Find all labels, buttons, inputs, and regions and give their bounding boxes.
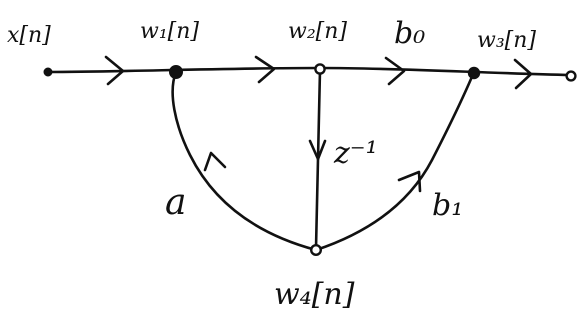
w2-label: w₂[n] (288, 19, 347, 44)
w4-label: w₄[n] (274, 277, 355, 312)
w2-to-w3-arrow (384, 56, 406, 86)
input-signal-label: x[n] (7, 23, 51, 48)
b0-gain-label: b₀ (394, 16, 425, 51)
left-feedback-branch (171, 70, 318, 252)
feedback-arrow (203, 151, 227, 172)
b1-gain-label: b₁ (432, 188, 463, 223)
right-forward-branch (314, 70, 476, 252)
input-arrow (104, 55, 125, 86)
delay-arrow (308, 139, 327, 161)
top-branch-line (46, 66, 573, 77)
input-node (43, 67, 53, 77)
w1-label: w₁[n] (140, 19, 199, 44)
output-node (565, 70, 577, 82)
w2-node (314, 63, 326, 75)
w3-label: w₃[n] (477, 28, 536, 53)
w1-node (169, 65, 183, 79)
w4-node (310, 243, 323, 256)
feedback-gain-label: a (165, 182, 186, 223)
output-arrow (513, 58, 533, 90)
w1-to-w2-arrow (254, 55, 276, 84)
delay-label: z⁻¹ (333, 136, 378, 171)
b1-branch-arrow (397, 170, 422, 193)
w3-node (467, 66, 481, 80)
